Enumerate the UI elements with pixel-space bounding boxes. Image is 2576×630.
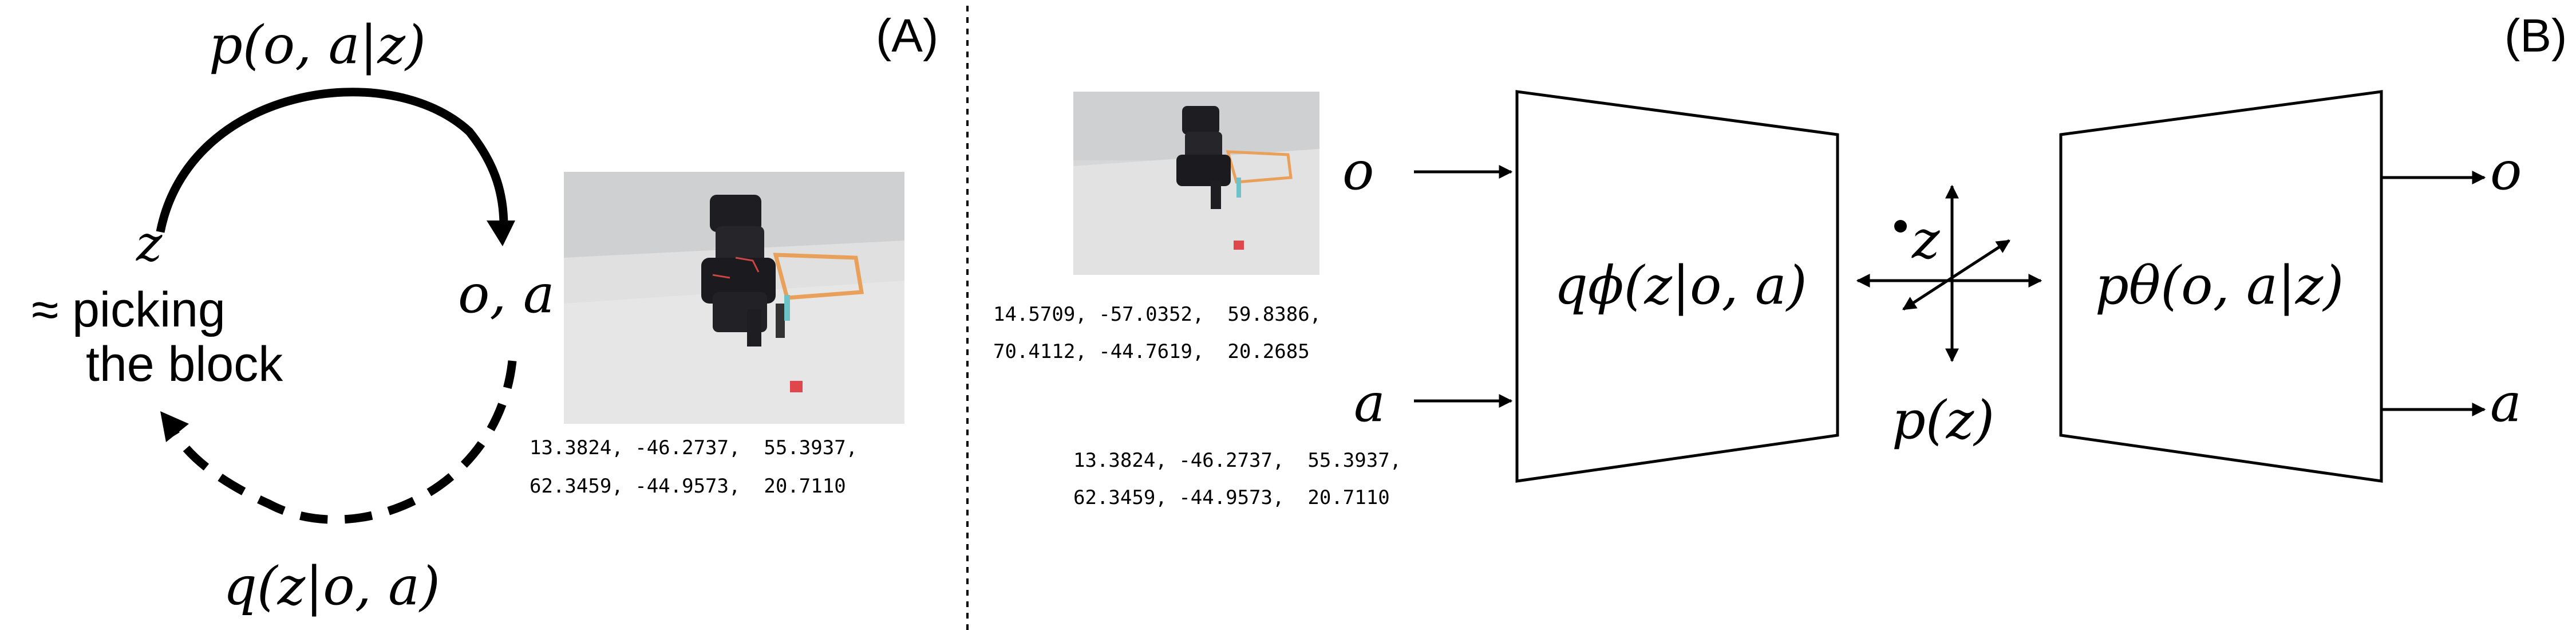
action-vector-b-top-line1: 14.5709, -57.0352, 59.8386,: [993, 303, 1321, 326]
generative-arc-arrowhead: [487, 220, 515, 246]
latent-point: [1894, 220, 1907, 233]
latent-point-label: z: [1911, 209, 1940, 270]
prior-label: p(z): [1892, 389, 1994, 451]
encoder-block: [1515, 90, 1839, 483]
inference-arc-arrowhead: [160, 411, 189, 442]
action-vector-b-bottom-line1: 13.3824, -46.2737, 55.3937,: [1073, 449, 1401, 472]
latent-space-axes: [1856, 184, 2042, 363]
latent-description-line2: the block: [86, 337, 283, 392]
latent-description-line1: ≈ picking: [31, 282, 226, 337]
observed-oa-label: o, a: [458, 263, 555, 325]
action-vector-b-bottom-line2: 62.3459, -44.9573, 20.7110: [1073, 486, 1390, 509]
panel-b-label: (B): [2504, 10, 2567, 62]
action-vector-a-line1: 13.3824, -46.2737, 55.3937,: [530, 436, 858, 459]
action-vector-b-top-line2: 70.4112, -44.7619, 20.2685: [993, 340, 1310, 363]
decoder-label: pθ(o, a|z): [2095, 255, 2344, 316]
action-vector-a-line2: 62.3459, -44.9573, 20.7110: [530, 475, 846, 498]
encoder-label: qϕ(z|o, a): [1554, 255, 1807, 316]
panel-b: (B) 14.5709, -57.0352, 59.8386, 70.4112,…: [993, 10, 2567, 509]
panel-a-label: (A): [876, 10, 938, 62]
robot-photo-a: [564, 172, 904, 424]
robot-photo-b: [1073, 92, 1319, 275]
output-a-label: a: [2490, 372, 2522, 434]
inference-arc-label: q(z|o, a): [223, 556, 440, 617]
decoder-block: [2059, 90, 2383, 483]
latent-z-label: z: [136, 215, 163, 273]
output-o-label: o: [2490, 140, 2522, 202]
input-a-label: a: [1354, 372, 1385, 434]
panel-a: (A) p(o, a|z) q(z|o, a) z ≈ picking the …: [31, 10, 938, 617]
generative-arc: [156, 88, 508, 233]
generative-arc-label: p(o, a|z): [209, 14, 426, 76]
inference-arc: [168, 360, 517, 524]
input-o-label: o: [1342, 140, 1374, 202]
